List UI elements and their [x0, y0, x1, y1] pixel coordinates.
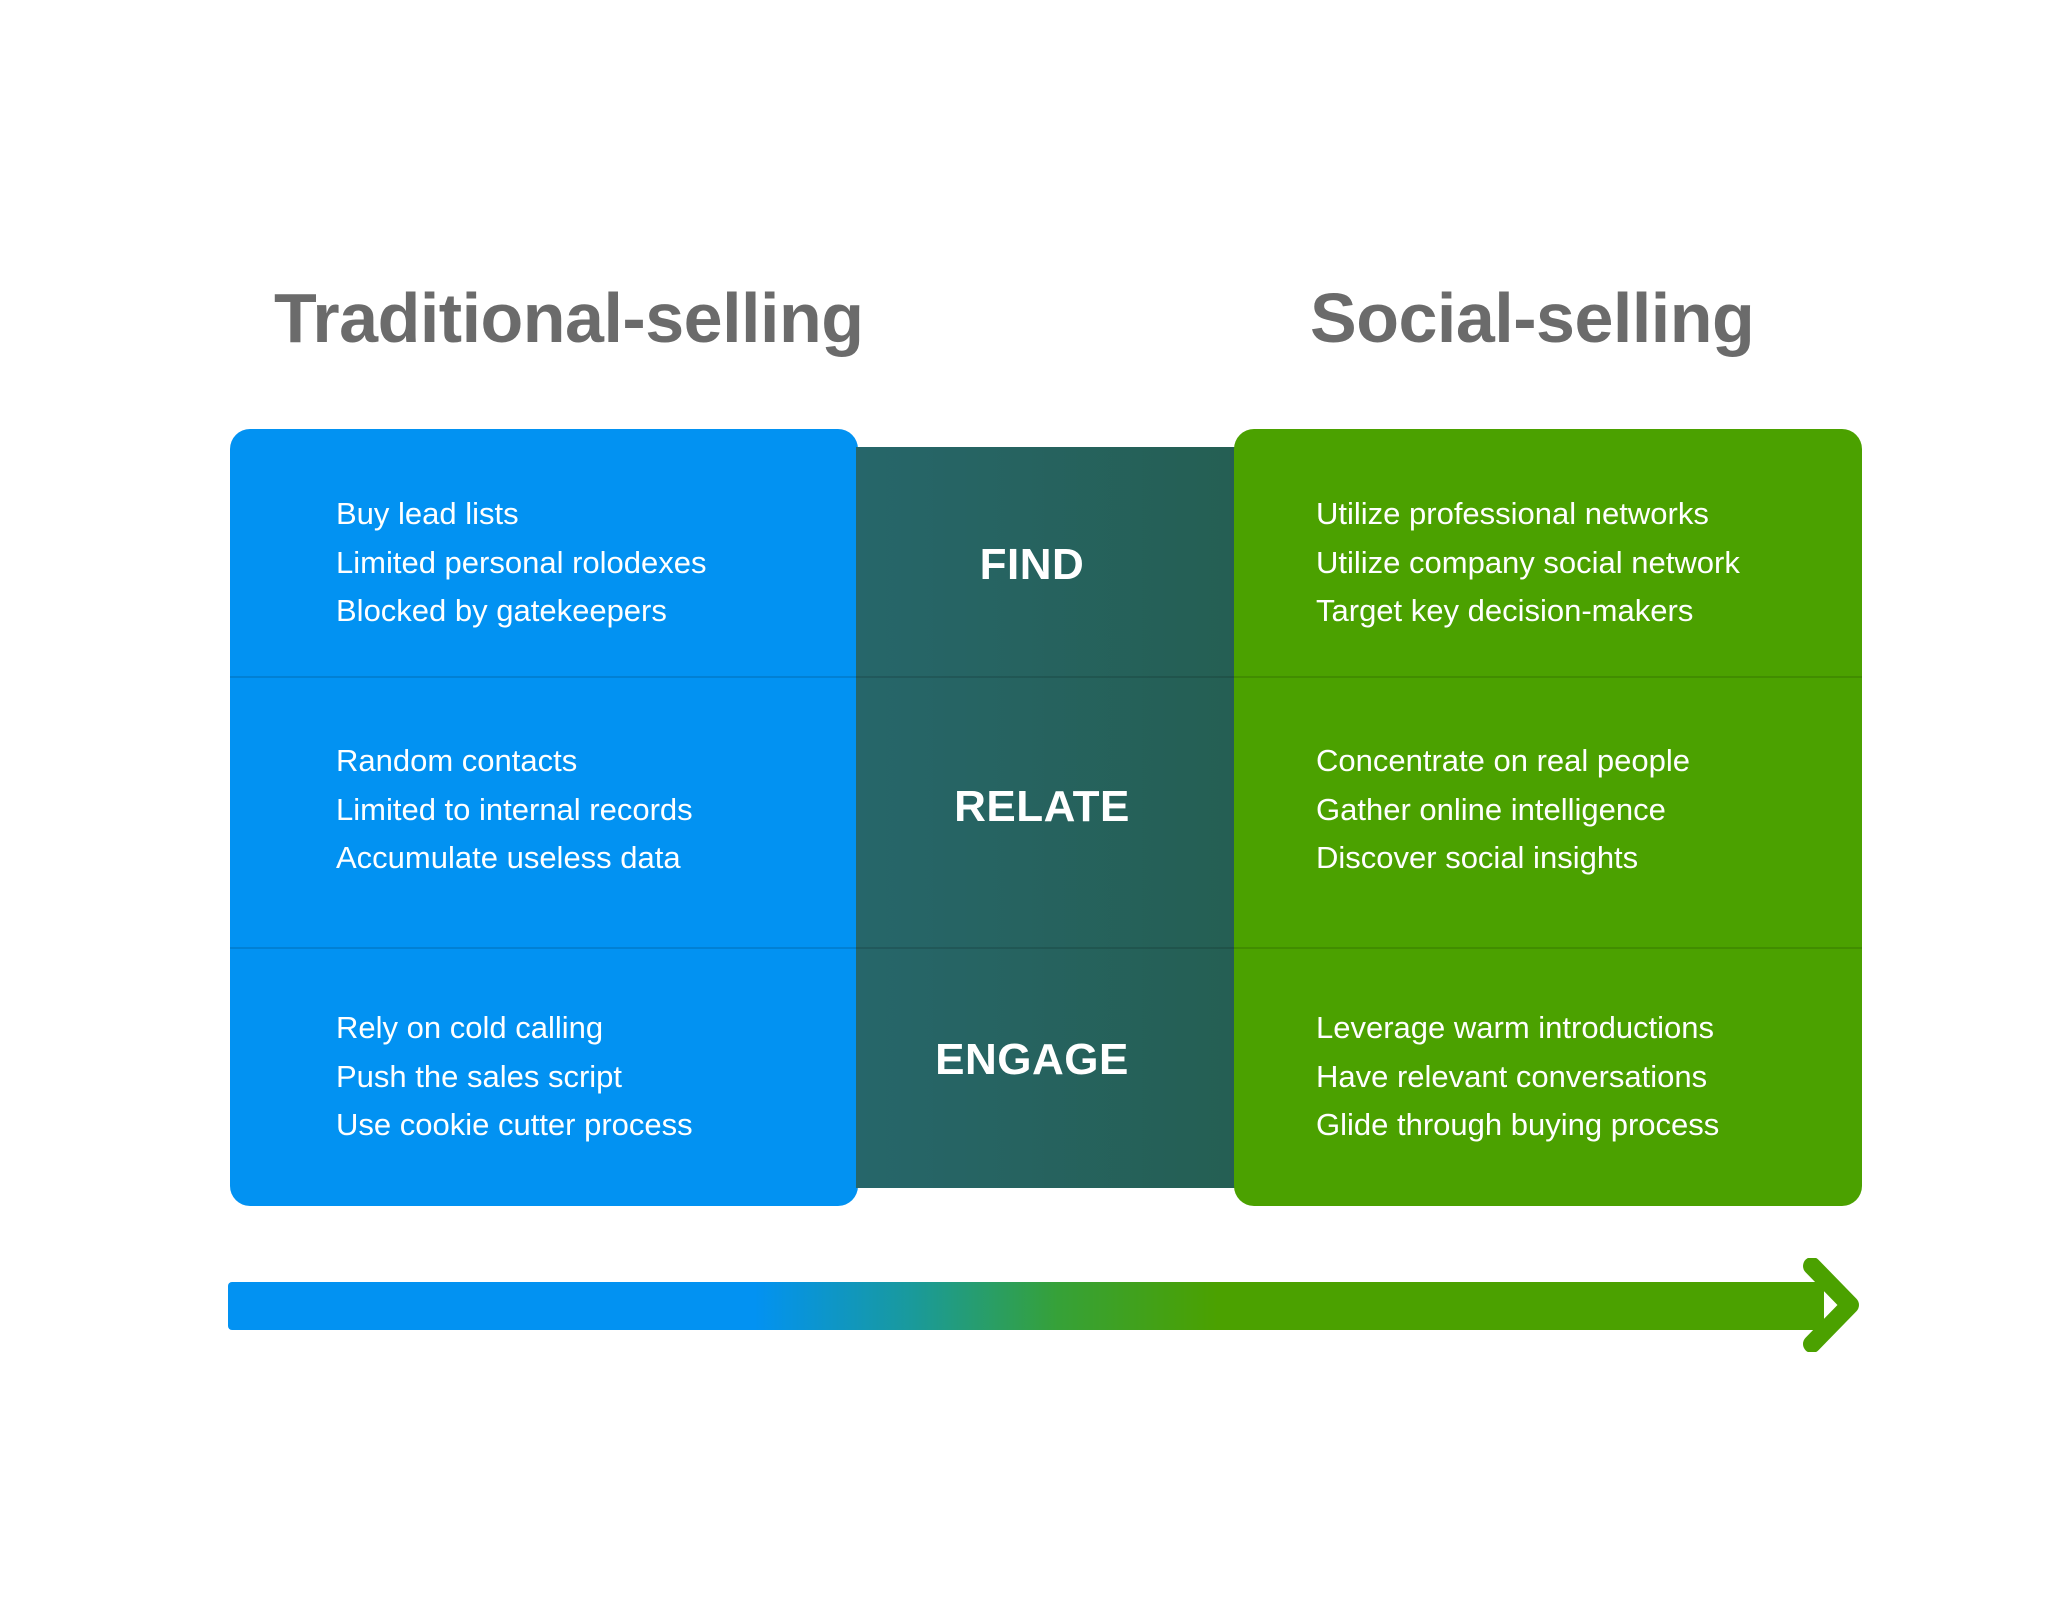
list-item: Limited to internal records: [336, 791, 693, 827]
row-divider: [1234, 947, 1862, 949]
traditional-engage-list: Rely on cold calling Push the sales scri…: [336, 1004, 693, 1150]
social-engage-list: Leverage warm introductions Have relevan…: [1316, 1004, 1719, 1150]
list-item: Use cookie cutter process: [336, 1107, 693, 1142]
arrow-right-icon: [228, 1258, 1859, 1352]
social-selling-heading: Social-selling: [1310, 279, 1755, 357]
row-divider: [230, 947, 858, 949]
traditional-selling-panel: Buy lead lists Limited personal rolodexe…: [230, 429, 858, 1206]
social-selling-panel: Utilize professional networks Utilize co…: [1234, 429, 1862, 1206]
stages-band: FIND RELATE ENGAGE: [856, 447, 1236, 1188]
stage-relate-label: RELATE: [954, 782, 1130, 831]
traditional-relate-row: Random contacts Limited to internal reco…: [230, 677, 858, 948]
list-item: Limited personal rolodexes: [336, 544, 707, 580]
row-divider: [1234, 676, 1862, 678]
list-item: Target key decision-makers: [1316, 593, 1694, 628]
social-find-row: Utilize professional networks Utilize co…: [1234, 429, 1862, 677]
row-divider: [856, 947, 1236, 949]
stage-find-label: FIND: [979, 540, 1085, 589]
list-item: Rely on cold calling: [336, 1010, 604, 1045]
list-item: Discover social insights: [1316, 840, 1639, 875]
list-item: Gather online intelligence: [1316, 791, 1666, 827]
social-engage-row: Leverage warm introductions Have relevan…: [1234, 948, 1862, 1206]
list-item: Leverage warm introductions: [1316, 1010, 1715, 1045]
social-relate-row: Concentrate on real people Gather online…: [1234, 677, 1862, 948]
list-item: Utilize professional networks: [1316, 496, 1709, 531]
list-item: Accumulate useless data: [336, 840, 681, 875]
row-divider: [856, 676, 1236, 678]
list-item: Buy lead lists: [336, 496, 519, 531]
social-find-list: Utilize professional networks Utilize co…: [1316, 490, 1740, 636]
traditional-engage-row: Rely on cold calling Push the sales scri…: [230, 948, 858, 1206]
list-item: Blocked by gatekeepers: [336, 593, 667, 628]
traditional-find-list: Buy lead lists Limited personal rolodexe…: [336, 490, 707, 636]
traditional-find-row: Buy lead lists Limited personal rolodexe…: [230, 429, 858, 677]
list-item: Push the sales script: [336, 1058, 623, 1094]
row-divider: [230, 676, 858, 678]
list-item: Have relevant conversations: [1316, 1058, 1708, 1094]
traditional-selling-heading: Traditional-selling: [274, 279, 864, 357]
list-item: Random contacts: [336, 743, 578, 778]
list-item: Utilize company social network: [1316, 544, 1740, 580]
stage-engage-label: ENGAGE: [935, 1035, 1129, 1084]
list-item: Glide through buying process: [1316, 1107, 1720, 1142]
traditional-relate-list: Random contacts Limited to internal reco…: [336, 737, 693, 883]
social-relate-list: Concentrate on real people Gather online…: [1316, 737, 1690, 883]
list-item: Concentrate on real people: [1316, 743, 1690, 778]
